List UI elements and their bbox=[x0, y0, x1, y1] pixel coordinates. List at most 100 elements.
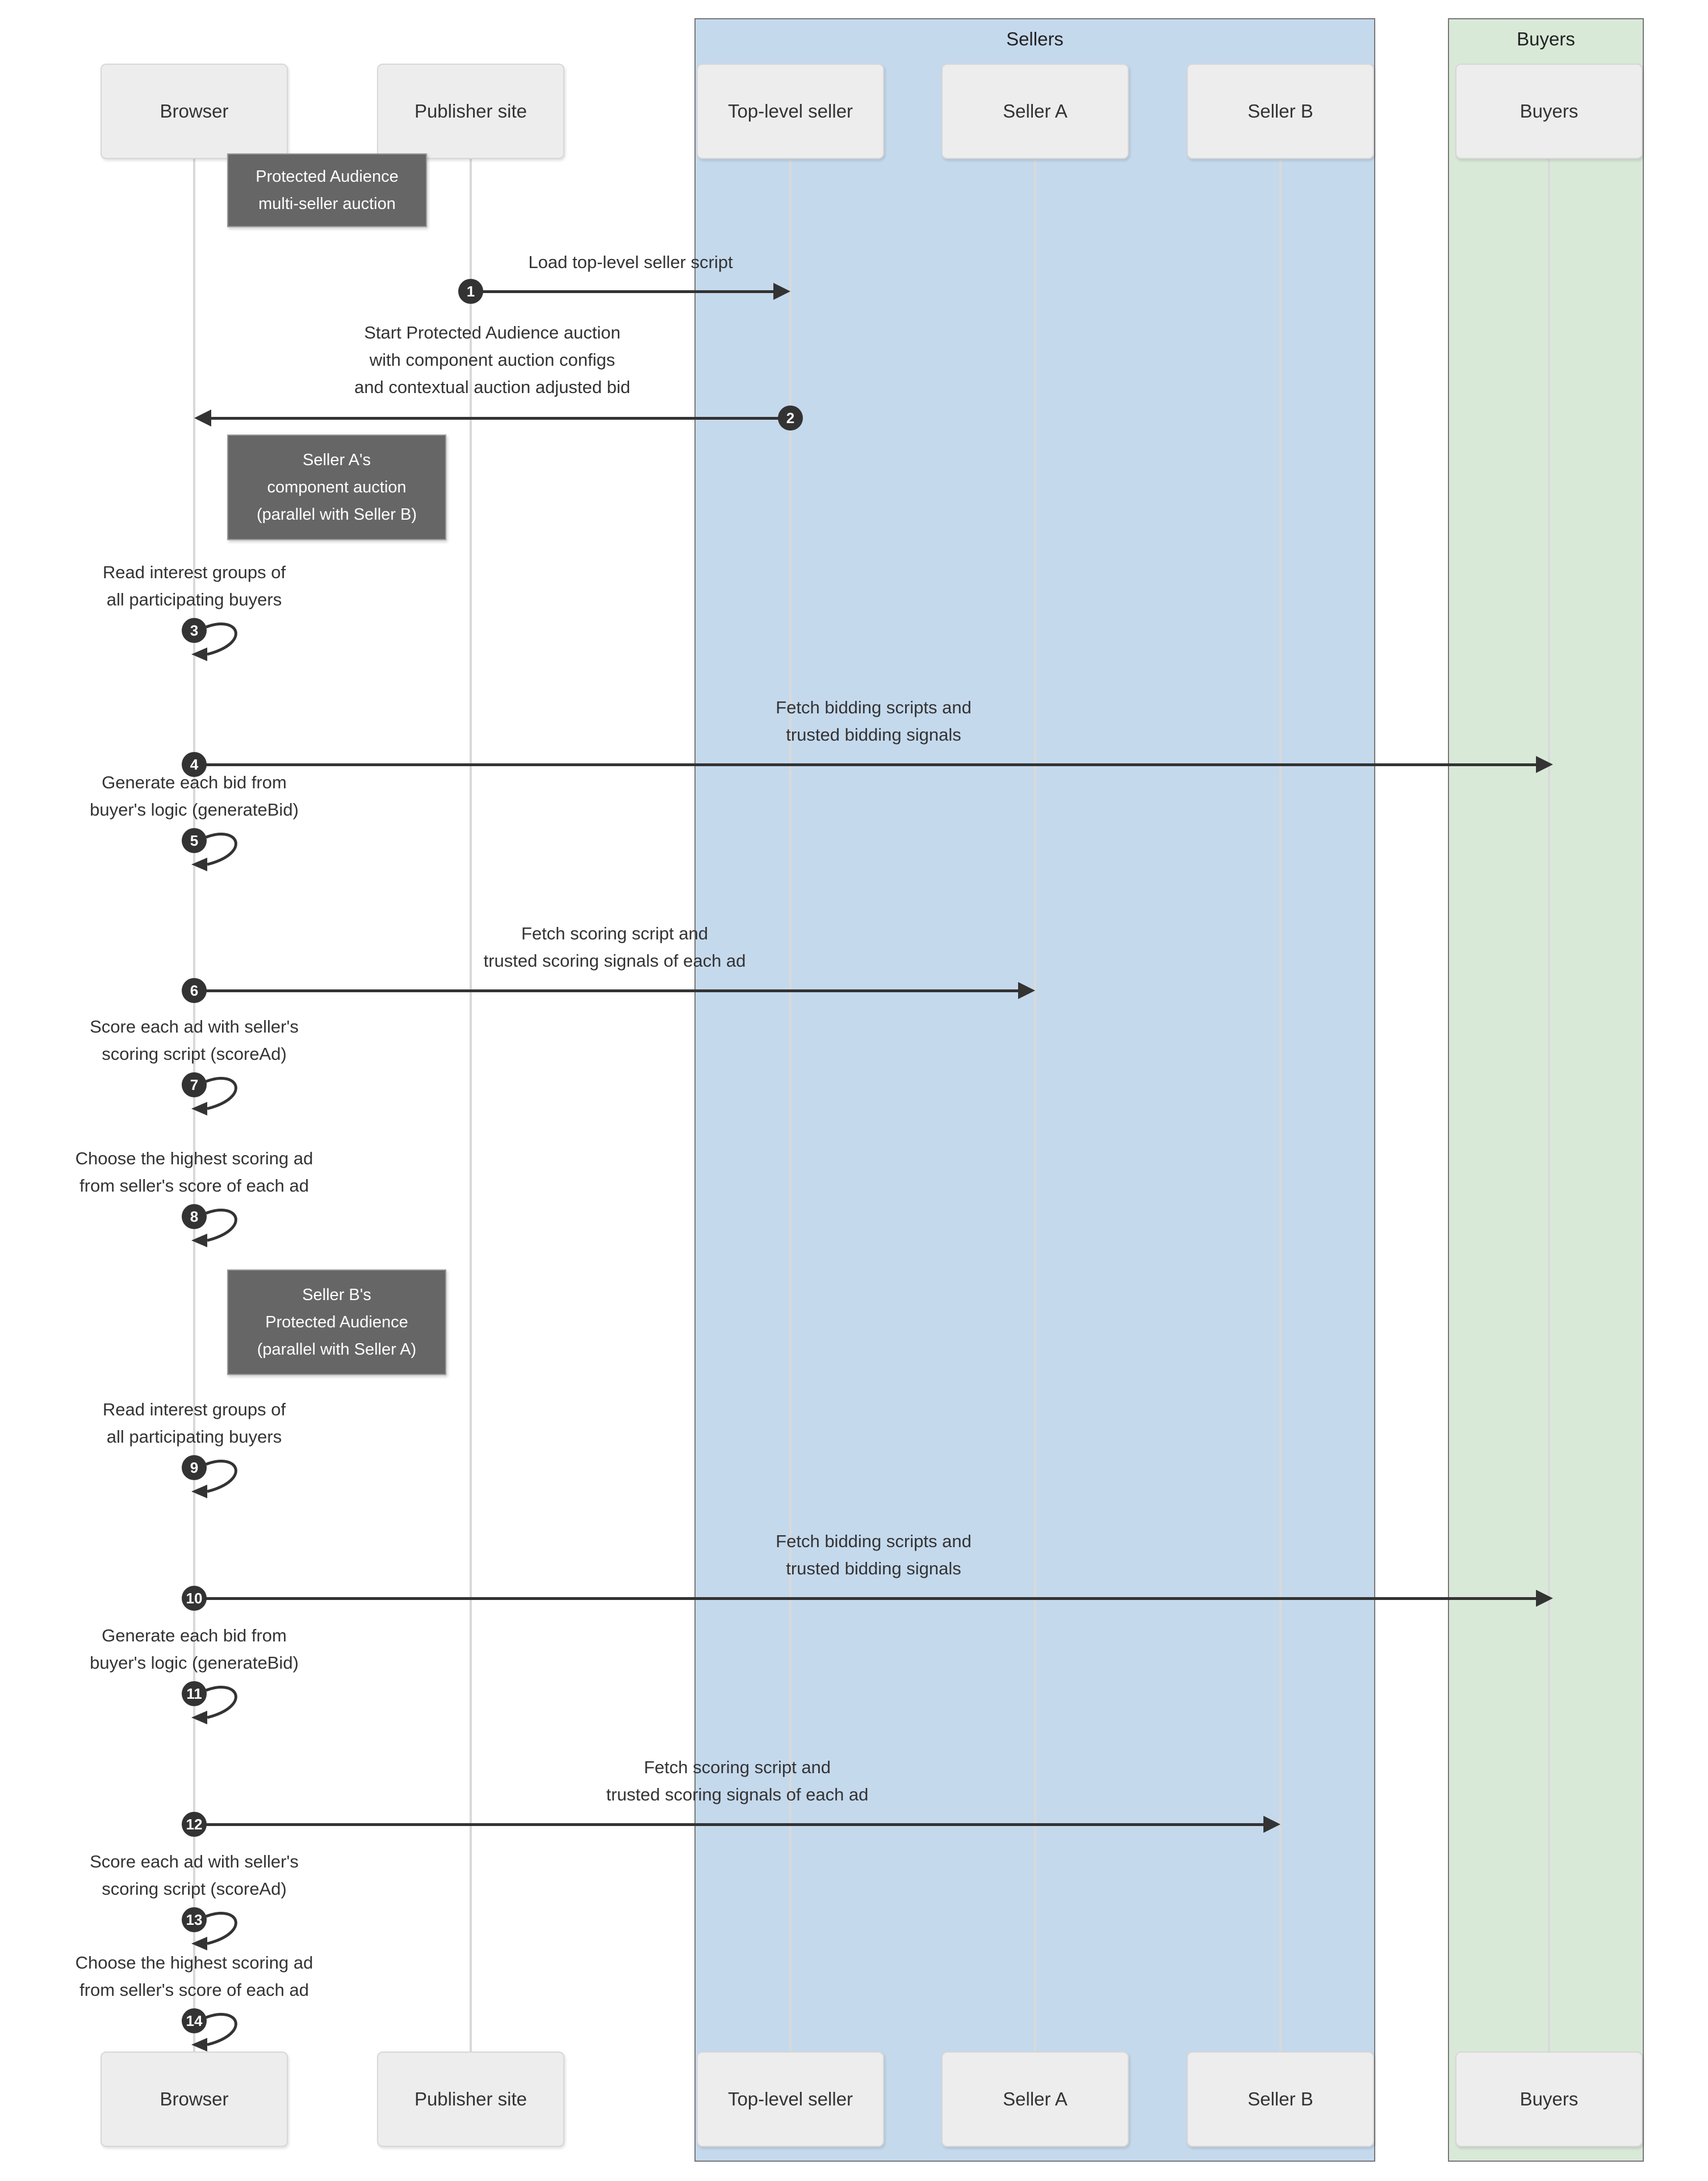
step-9-number-badge: 9 bbox=[182, 1455, 207, 1480]
participant-bottom-seller-a: Seller A bbox=[941, 2052, 1129, 2147]
self-loop-14 bbox=[191, 2013, 237, 2052]
message-line: buyer's logic (generateBid) bbox=[90, 1653, 299, 1673]
participant-bottom-browser: Browser bbox=[101, 2052, 288, 2147]
note-multi-seller-auction: Protected Audience multi-seller auction bbox=[227, 153, 427, 227]
step-13-number-badge: 13 bbox=[182, 1907, 207, 1932]
message-line: Read interest groups of bbox=[102, 562, 286, 582]
participant-label: Browser bbox=[160, 2088, 229, 2109]
participant-bottom-buyers: Buyers bbox=[1455, 2052, 1643, 2147]
message-line: Generate each bid from bbox=[102, 1626, 287, 1645]
message-line: and contextual auction adjusted bid bbox=[354, 377, 631, 397]
message-line: Score each ad with seller's bbox=[90, 1017, 299, 1037]
sellers-group-label: Sellers bbox=[1006, 28, 1064, 49]
note-line: Seller B's bbox=[302, 1286, 371, 1304]
message-line: Fetch scoring script and bbox=[643, 1757, 831, 1777]
participant-label: Seller B bbox=[1247, 2088, 1313, 2109]
message-line: trusted scoring signals of each ad bbox=[483, 951, 746, 971]
participant-label: Publisher site bbox=[414, 2088, 528, 2109]
participant-label: Seller A bbox=[1003, 2088, 1068, 2109]
step-7-label: Score each ad with seller's scoring scri… bbox=[0, 1013, 388, 1068]
message-12-arrowhead bbox=[1263, 1816, 1280, 1833]
lifeline-browser bbox=[193, 159, 195, 2052]
note-line: Protected Audience bbox=[256, 168, 399, 186]
message-1-arrow-line bbox=[471, 290, 773, 293]
self-loop-5 bbox=[191, 833, 237, 871]
step-6-number-badge: 6 bbox=[182, 978, 207, 1003]
message-line: Choose the highest scoring ad bbox=[75, 1148, 313, 1168]
lifeline-buyers bbox=[1548, 159, 1550, 2052]
step-14-number-badge: 14 bbox=[182, 2008, 207, 2033]
step-3-label: Read interest groups of all participatin… bbox=[0, 559, 388, 613]
message-6-arrowhead bbox=[1018, 982, 1035, 999]
note-line: component auction bbox=[267, 478, 407, 496]
note-line: Seller A's bbox=[303, 451, 371, 469]
message-line: Load top-level seller script bbox=[528, 252, 733, 272]
message-12-arrow-line bbox=[194, 1823, 1263, 1826]
participant-bottom-seller-b: Seller B bbox=[1187, 2052, 1374, 2147]
message-line: Fetch scoring script and bbox=[521, 924, 709, 943]
message-line: Read interest groups of bbox=[102, 1399, 286, 1419]
message-line: buyer's logic (generateBid) bbox=[90, 800, 299, 820]
self-loop-13 bbox=[191, 1912, 237, 1950]
step-13-label: Score each ad with seller's scoring scri… bbox=[0, 1848, 388, 1903]
step-4-number-badge: 4 bbox=[182, 752, 207, 777]
participant-label: Seller B bbox=[1247, 101, 1313, 122]
message-10-arrow-line bbox=[194, 1597, 1536, 1600]
message-6-arrow-line bbox=[194, 989, 1018, 992]
message-2-label: Start Protected Audience auction with co… bbox=[194, 319, 790, 401]
message-1-label: Load top-level seller script bbox=[471, 249, 790, 276]
self-loop-9 bbox=[191, 1460, 237, 1498]
message-line: with component auction configs bbox=[369, 350, 616, 370]
self-loop-8 bbox=[191, 1209, 237, 1247]
buyers-group: Buyers bbox=[1448, 18, 1644, 2162]
step-8-number-badge: 8 bbox=[182, 1204, 207, 1229]
participant-label: Buyers bbox=[1519, 2088, 1579, 2109]
participant-label: Browser bbox=[160, 101, 229, 122]
participant-top-buyers: Buyers bbox=[1455, 64, 1643, 159]
message-line: Start Protected Audience auction bbox=[364, 323, 621, 342]
message-10-arrowhead bbox=[1536, 1590, 1553, 1607]
message-line: trusted bidding signals bbox=[786, 1559, 961, 1578]
step-11-label: Generate each bid from buyer's logic (ge… bbox=[0, 1622, 388, 1677]
lifeline-publisher-site bbox=[470, 159, 472, 2052]
message-6-label: Fetch scoring script and trusted scoring… bbox=[194, 920, 1035, 975]
participant-bottom-publisher-site: Publisher site bbox=[377, 2052, 564, 2147]
message-4-arrowhead bbox=[1536, 756, 1553, 773]
self-loop-11 bbox=[191, 1686, 237, 1724]
participant-label: Buyers bbox=[1519, 101, 1579, 122]
lifeline-top-level-seller bbox=[789, 159, 792, 2052]
message-2-arrowhead bbox=[194, 410, 211, 427]
note-line: (parallel with Seller A) bbox=[257, 1340, 417, 1359]
message-line: Choose the highest scoring ad bbox=[75, 1953, 313, 1973]
message-4-label: Fetch bidding scripts and trusted biddin… bbox=[194, 694, 1553, 749]
step-12-number-badge: 12 bbox=[182, 1812, 207, 1837]
participant-label: Top-level seller bbox=[727, 101, 853, 122]
message-1-arrowhead bbox=[773, 283, 790, 300]
message-line: from seller's score of each ad bbox=[79, 1176, 309, 1196]
step-10-number-badge: 10 bbox=[182, 1586, 207, 1611]
step-5-label: Generate each bid from buyer's logic (ge… bbox=[0, 769, 388, 824]
message-line: all participating buyers bbox=[106, 590, 282, 609]
step-5-number-badge: 5 bbox=[182, 828, 207, 853]
step-8-label: Choose the highest scoring ad from selle… bbox=[0, 1145, 388, 1200]
self-loop-7 bbox=[191, 1077, 237, 1115]
step-9-label: Read interest groups of all participatin… bbox=[0, 1396, 388, 1451]
lifeline-seller-b bbox=[1279, 159, 1282, 2052]
message-line: all participating buyers bbox=[106, 1427, 282, 1447]
message-12-label: Fetch scoring script and trusted scoring… bbox=[194, 1754, 1280, 1808]
message-line: scoring script (scoreAd) bbox=[102, 1044, 287, 1064]
note-line: multi-seller auction bbox=[258, 195, 396, 213]
message-line: Generate each bid from bbox=[102, 772, 287, 792]
message-10-label: Fetch bidding scripts and trusted biddin… bbox=[194, 1528, 1553, 1582]
note-line: Protected Audience bbox=[265, 1313, 408, 1331]
buyers-group-label: Buyers bbox=[1517, 28, 1575, 49]
step-14-label: Choose the highest scoring ad from selle… bbox=[0, 1949, 388, 2004]
participant-label: Publisher site bbox=[414, 101, 528, 122]
step-1-number-badge: 1 bbox=[458, 279, 483, 304]
message-4-arrow-line bbox=[194, 763, 1536, 766]
step-2-number-badge: 2 bbox=[778, 406, 803, 431]
message-line: scoring script (scoreAd) bbox=[102, 1879, 287, 1899]
note-seller-a-component-auction: Seller A's component auction (parallel w… bbox=[227, 434, 446, 540]
step-11-number-badge: 11 bbox=[182, 1681, 207, 1706]
